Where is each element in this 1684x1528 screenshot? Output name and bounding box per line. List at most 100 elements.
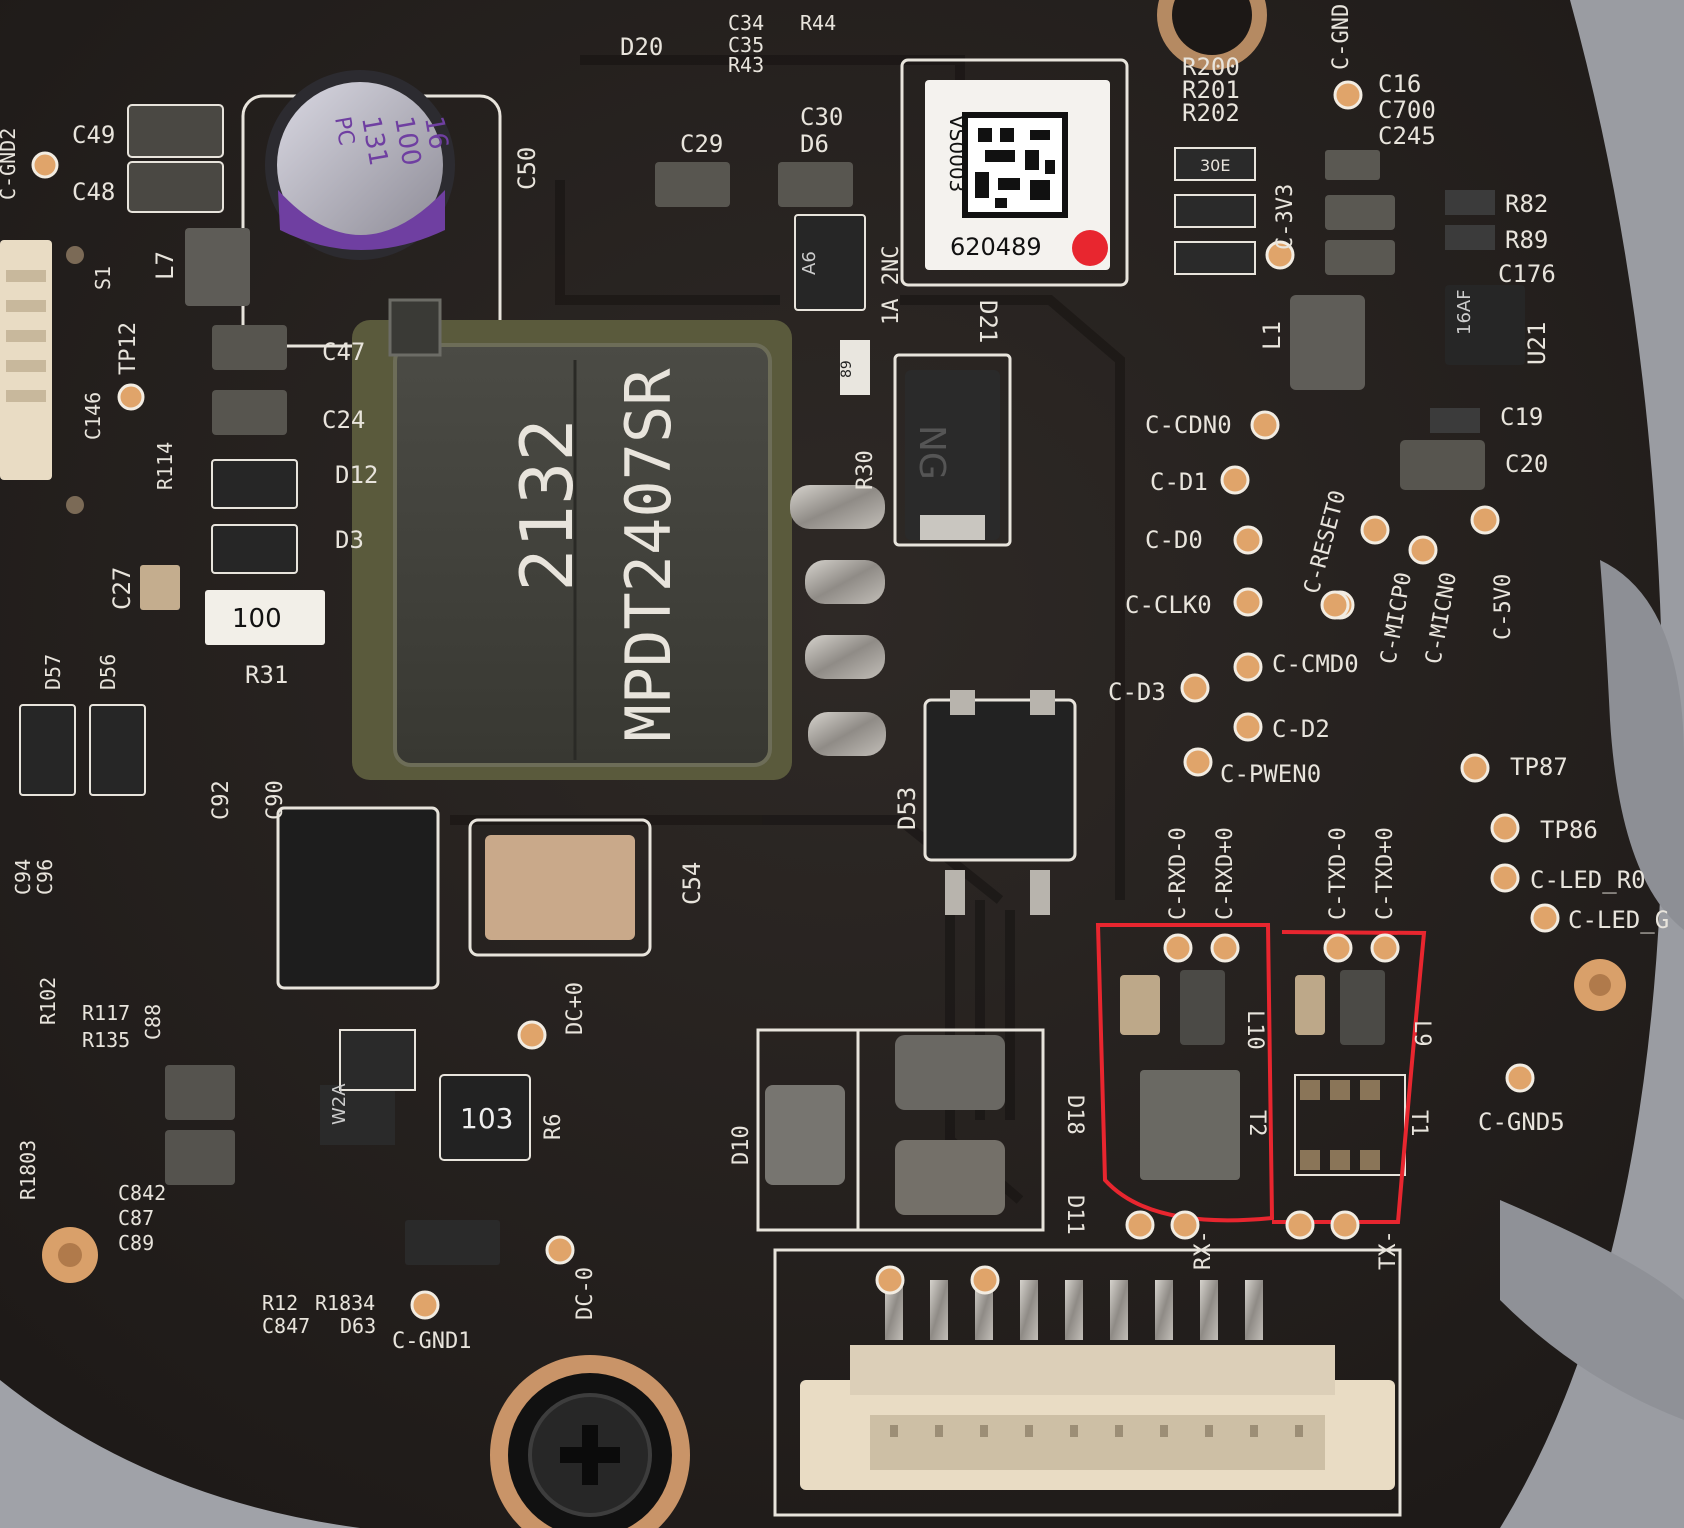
housing-cutout — [1600, 560, 1684, 930]
transformer-pins — [790, 485, 886, 756]
label-u21: U21 — [1523, 322, 1551, 365]
label-c-gnd5: C-GND5 — [1478, 1108, 1565, 1136]
label-r135: R135 — [82, 1028, 130, 1052]
label-d10: D10 — [729, 1125, 754, 1165]
label-c94: C94 — [11, 859, 35, 895]
tvs-diodes — [756, 1028, 1045, 1232]
label-c34: C34 — [728, 11, 764, 35]
power-inductor — [276, 806, 440, 990]
housing-right-lower — [1500, 1200, 1684, 1420]
label-c-d1: C-D1 — [1150, 468, 1208, 496]
label-c50: C50 — [513, 147, 541, 190]
label-c27: C27 — [108, 567, 136, 610]
label-dc-minus: DC-0 — [573, 1267, 598, 1320]
inductor-l1 — [1290, 295, 1365, 390]
label-r201: R201 — [1182, 76, 1240, 104]
label-c-cdn0: C-CDN0 — [1145, 411, 1232, 439]
label-c90: C90 — [263, 780, 288, 820]
ic-a6-marking: A6 — [799, 251, 820, 275]
label-c-d2: C-D2 — [1272, 715, 1330, 743]
smd-passives — [19, 104, 1525, 1265]
label-c847: C847 — [262, 1314, 310, 1338]
transformer-marking-part: MPDT2407SR — [612, 368, 685, 742]
label-c54: C54 — [678, 862, 706, 905]
capacitor-c54 — [468, 818, 652, 957]
label-d12: D12 — [335, 461, 378, 489]
housing-bottom-left — [0, 1380, 360, 1528]
label-c29: C29 — [680, 130, 723, 158]
label-l9: L9 — [1409, 1020, 1434, 1047]
label-tx: TX- — [1376, 1230, 1401, 1270]
label-c-d3: C-D3 — [1108, 678, 1166, 706]
inductor-l7 — [185, 228, 250, 306]
transformer-marking-top: 2132 — [505, 418, 589, 591]
label-c16: C16 — [1378, 70, 1421, 98]
label-c-clk0: C-CLK0 — [1125, 591, 1212, 619]
resistor-30e-marking: 30E — [1200, 156, 1230, 175]
label-d63: D63 — [340, 1314, 376, 1338]
label-c48: C48 — [72, 178, 115, 206]
resistor-103-marking: 103 — [460, 1102, 513, 1135]
label-c146: C146 — [81, 392, 105, 440]
label-c176: C176 — [1498, 260, 1556, 288]
label-c245: C245 — [1378, 122, 1436, 150]
capacitor-marking-2: PC — [329, 115, 359, 148]
electrolytic-capacitor — [241, 70, 502, 348]
diode-ng-marking: NG — [911, 425, 952, 480]
label-l1: L1 — [1258, 321, 1286, 350]
ic-w2a-marking: W2A — [329, 1083, 350, 1125]
label-c-cmd0: C-CMD0 — [1272, 650, 1359, 678]
label-c30: C30 — [800, 103, 843, 131]
label-r102: R102 — [36, 977, 60, 1025]
capacitor-marking-4: 16 — [418, 114, 453, 152]
label-c-txd-plus: C-TXD+0 — [1373, 827, 1398, 920]
label-c96: C96 — [33, 859, 57, 895]
label-c87: C87 — [118, 1206, 154, 1230]
label-c47: C47 — [322, 338, 365, 366]
label-s1: S1 — [91, 266, 115, 290]
label-c-led-g: C-LED_G — [1568, 906, 1669, 934]
label-r82: R82 — [1505, 190, 1548, 218]
label-r114: R114 — [153, 442, 177, 490]
label-dc-plus: DC+0 — [563, 982, 588, 1035]
label-c-d0: C-D0 — [1145, 526, 1203, 554]
label-t2: T2 — [1244, 1110, 1269, 1137]
label-l10: L10 — [1242, 1010, 1267, 1050]
label-c-gnd: C-GND — [1329, 4, 1354, 70]
ic-16af-marking: 16AF — [1454, 289, 1475, 335]
label-c-led-r0: C-LED_R0 — [1530, 866, 1646, 894]
label-c842: C842 — [118, 1181, 166, 1205]
label-r43: R43 — [728, 53, 764, 77]
label-d11: D11 — [1062, 1195, 1087, 1235]
label-d6: D6 — [800, 130, 829, 158]
label-c-5v0: C-5V0 — [1491, 574, 1516, 640]
label-d3: D3 — [335, 526, 364, 554]
label-c89: C89 — [118, 1231, 154, 1255]
label-r30: R30 — [853, 450, 878, 490]
qr-label — [900, 58, 1129, 287]
label-d20: D20 — [620, 33, 663, 61]
label-r1834: R1834 — [315, 1291, 375, 1315]
label-r1803: R1803 — [16, 1140, 40, 1200]
label-tp87: TP87 — [1510, 753, 1568, 781]
label-t1: T1 — [1406, 1110, 1431, 1137]
qr-label-side: VS0003 — [945, 115, 969, 192]
label-r6: R6 — [541, 1114, 566, 1141]
qr-label-code: 620489 — [950, 233, 1042, 261]
label-c19: C19 — [1500, 403, 1543, 431]
label-r200: R200 — [1182, 53, 1240, 81]
label-r12: R12 — [262, 1291, 298, 1315]
label-c-pwen0: C-PWEN0 — [1220, 760, 1321, 788]
diode-ng — [893, 353, 1012, 547]
label-r31: R31 — [245, 661, 288, 689]
label-c88: C88 — [141, 1004, 165, 1040]
label-r44: R44 — [800, 11, 836, 35]
silkscreen-labels: D20 C34 C35 R43 R44 C-GND R200 R201 R202… — [0, 4, 1669, 1354]
test-pads — [31, 80, 1560, 1320]
label-tp12: TP12 — [116, 322, 141, 375]
label-r202: R202 — [1182, 99, 1240, 127]
label-d21: D21 — [974, 300, 1002, 343]
label-c-gnd1: C-GND1 — [392, 1329, 471, 1354]
label-c20: C20 — [1505, 450, 1548, 478]
